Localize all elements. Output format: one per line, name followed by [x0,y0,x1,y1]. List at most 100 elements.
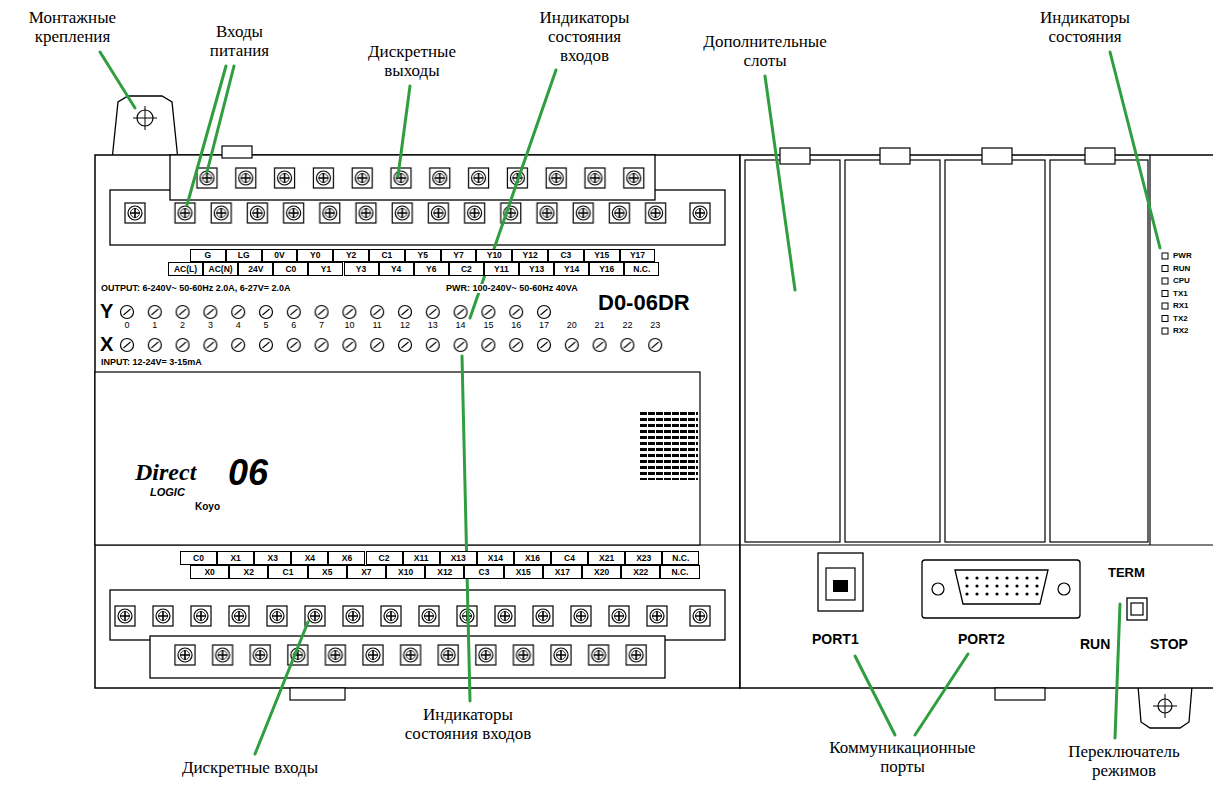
plc-housing [290,688,345,700]
terminal-label: C3 [548,249,584,262]
terminal-label: C4 [551,551,588,565]
led-number: 5 [255,321,277,330]
comm-ports [833,580,848,592]
callout-label: Дискретные выходы [352,42,472,80]
status-indicators [1162,253,1168,259]
led-number: 7 [311,321,333,330]
led-number: 4 [227,321,249,330]
terminal-label: Y0 [297,249,333,262]
input-terminal-block [150,636,665,678]
terminal-label: N.C. [624,262,659,276]
logo-text: LOGIC [150,487,185,498]
terminal-label: X10 [386,565,425,579]
comm-ports [962,574,1042,598]
comm-ports [932,583,944,595]
terminal-label: C1 [369,249,405,262]
input-terminal-block [144,605,676,627]
terminal-label: X12 [425,565,464,579]
led-number: 20 [561,321,583,330]
terminal-label: LG [226,249,262,262]
expansion-slots [1085,148,1115,164]
terminal-label: N.C. [660,565,699,579]
terminal-label: Y17 [620,249,656,262]
io-letter: Y [100,301,113,321]
comm-ports [922,560,1080,618]
led-number: 23 [644,321,666,330]
terminal-label: Y3 [344,262,379,276]
output-terminal-block [189,167,655,189]
mounting-ear [133,106,157,130]
rating-text: PWR: 100-240V~ 50-60Hz 40VA [445,284,579,293]
terminal-label: X1 [217,551,254,565]
led-number: 2 [172,321,194,330]
callout-label: Переключатель режимов [1040,742,1208,780]
comm-ports [826,568,855,600]
status-indicators [1162,253,1168,334]
terminal-label: X17 [543,565,582,579]
callout-label: Входы питания [192,22,287,60]
terminal-label: AC(N) [203,262,238,276]
terminal-label: Y5 [405,249,441,262]
terminal-label: N.C. [662,551,699,565]
comm-ports [818,553,1080,618]
status-indicators [1162,316,1168,322]
switch-label: TERM [1108,566,1145,579]
mode-switch [1131,603,1143,615]
led-number: 3 [199,321,221,330]
comm-ports [1058,583,1070,595]
led-row [113,304,669,353]
leader-line [1110,52,1160,248]
input-terminal-block [110,590,725,640]
input-terminal-block [110,590,725,678]
expansion-slots [945,160,1045,542]
callout-label: Дискретные входы [140,758,360,777]
led-label: RX1 [1173,302,1189,310]
callout-label: Коммуникационные порты [815,738,990,776]
led-number: 16 [505,321,527,330]
output-terminal-block [110,146,725,245]
model-number: D0-06DR [598,292,690,314]
io-letter: X [100,334,113,354]
terminal-label: Y12 [512,249,548,262]
terminal-label: C1 [268,565,307,579]
led-number: 12 [394,321,416,330]
terminal-label: X11 [403,551,440,565]
terminal-label: C2 [366,551,403,565]
led-row [113,304,558,320]
mode-switch [1127,598,1147,620]
rating-text: INPUT: 12-24V= 3-15mA [100,358,203,367]
led-number: 22 [616,321,638,330]
comm-ports [818,553,863,611]
terminal-label: 24V [238,262,273,276]
port-label: PORT1 [812,632,859,646]
terminal-label: X0 [190,565,229,579]
led-number: 6 [283,321,305,330]
callout-label: Дополнительные слоты [690,32,840,70]
leader-line [765,76,795,290]
led-label: TX2 [1173,315,1188,323]
leader-line [470,70,556,318]
terminal-label: C0 [180,551,217,565]
mounting-ear [1138,686,1192,728]
led-number: 11 [366,321,388,330]
led-label: CPU [1173,277,1190,285]
led-number: 0 [116,321,138,330]
expansion-slots [845,160,940,542]
plc-housing [95,372,700,545]
terminal-label: Y14 [554,262,589,276]
terminal-label: C3 [464,565,503,579]
terminal-label: X2 [229,565,268,579]
terminal-label: X20 [582,565,621,579]
led-number: 10 [338,321,360,330]
leader-line [207,66,234,172]
led-number: 14 [450,321,472,330]
output-terminal-block [167,202,674,224]
terminal-label: X5 [308,565,347,579]
terminal-label: 0V [262,249,298,262]
port-label: PORT2 [958,632,1005,646]
callout-label: Индикаторы состояния [1020,8,1150,46]
terminal-label: X23 [625,551,662,565]
terminal-label: C0 [273,262,308,276]
terminal-label: X14 [477,551,514,565]
